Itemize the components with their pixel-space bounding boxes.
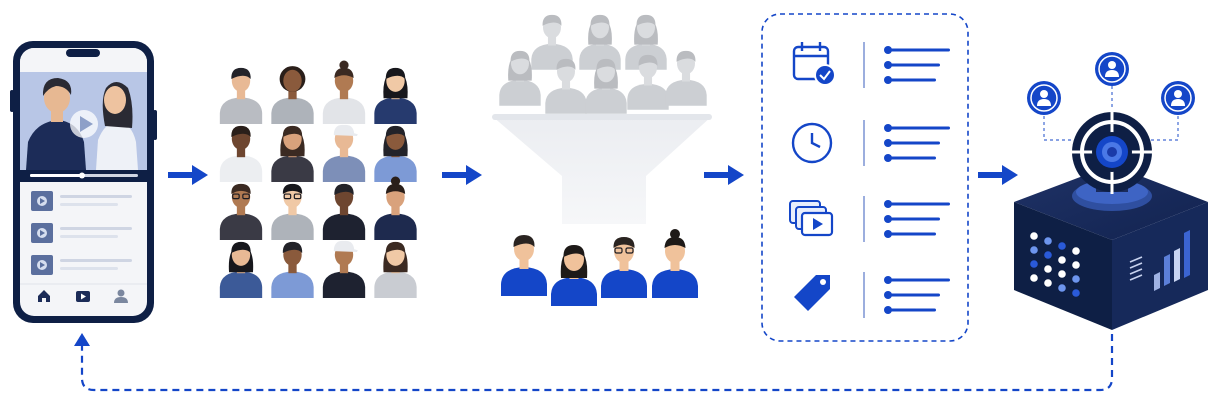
- feature-value-list: [884, 124, 950, 162]
- tag-icon: [794, 275, 830, 311]
- audience-person: [271, 66, 314, 125]
- play-icon[interactable]: [80, 116, 93, 132]
- arrow-right: [442, 165, 482, 185]
- feature-panel: [761, 13, 969, 342]
- cube-dot-matrix: [1030, 232, 1080, 297]
- funnel-input-crowd: [499, 14, 707, 114]
- cube-dot: [1072, 289, 1080, 297]
- audience-person: [219, 183, 263, 241]
- clock-icon: [791, 122, 833, 164]
- filtered-person: [627, 54, 669, 110]
- audience-grid: [219, 60, 417, 299]
- audience-person: [219, 125, 263, 183]
- cube-dot: [1030, 274, 1038, 282]
- cube-dot: [1044, 279, 1052, 287]
- model-cube: [1014, 52, 1208, 330]
- selected-person: [501, 235, 547, 296]
- audience-person: [322, 240, 366, 299]
- feedback-loop-arrowhead: [74, 333, 90, 346]
- selected-audience: [501, 229, 698, 306]
- feature-value-list: [884, 46, 950, 84]
- audience-person: [271, 241, 314, 299]
- audience-person: [322, 124, 366, 183]
- cube-dot: [1072, 275, 1080, 283]
- selected-person: [652, 229, 698, 298]
- funnel-shape: [492, 116, 712, 224]
- cube-dot: [1030, 260, 1038, 268]
- feedback-loop-arrow: [80, 334, 1114, 392]
- calendar-check-icon: [792, 42, 836, 86]
- video-icon[interactable]: [76, 291, 90, 302]
- video-player[interactable]: [20, 72, 147, 170]
- audience-person: [322, 60, 366, 125]
- filter-funnel: [492, 14, 712, 306]
- cube-dot: [1072, 261, 1080, 269]
- target-users: [1027, 52, 1195, 115]
- audience-person: [271, 183, 314, 241]
- audience-person: [374, 125, 417, 183]
- audience-person: [322, 183, 366, 241]
- arrow-right: [978, 165, 1018, 185]
- audience-person: [219, 67, 263, 125]
- home-icon[interactable]: [38, 290, 50, 302]
- user-icon: [1027, 81, 1061, 115]
- cube-dot: [1030, 232, 1038, 240]
- cube-dot: [1044, 237, 1052, 245]
- cube-dot: [1044, 251, 1052, 259]
- filtered-person: [531, 14, 573, 70]
- arrows-layer: [168, 165, 1018, 185]
- audience-person: [271, 125, 314, 183]
- user-icon[interactable]: [114, 289, 128, 304]
- arrow-right: [168, 165, 208, 185]
- video-stack-icon: [789, 200, 834, 237]
- video-list-item[interactable]: [31, 223, 132, 243]
- user-icon: [1095, 52, 1129, 86]
- selected-person: [601, 237, 647, 298]
- cube-dot: [1058, 284, 1066, 292]
- cube-dot: [1058, 256, 1066, 264]
- cube-dot: [1044, 265, 1052, 273]
- video-list-item[interactable]: [31, 255, 132, 275]
- filtered-person: [585, 58, 627, 114]
- audience-person: [374, 176, 417, 241]
- feature-rows: [789, 42, 950, 318]
- bar-chart-icon: [1129, 230, 1190, 291]
- video-list: [31, 191, 132, 275]
- audience-person: [219, 241, 263, 299]
- cube-dot: [1030, 246, 1038, 254]
- selected-person: [551, 245, 597, 306]
- filtered-person: [579, 14, 621, 70]
- cube-dot: [1058, 242, 1066, 250]
- user-icon: [1161, 81, 1195, 115]
- cube-left-face: [1014, 202, 1112, 330]
- feature-value-list: [884, 276, 950, 314]
- audience-person: [374, 241, 417, 299]
- cube-dot: [1058, 270, 1066, 278]
- arrow-right: [704, 165, 744, 185]
- feature-value-list: [884, 200, 950, 238]
- filtered-person: [545, 58, 587, 114]
- filtered-person: [665, 50, 707, 106]
- cube-dot: [1072, 247, 1080, 255]
- phone-mockup: [10, 41, 157, 323]
- target-lens-icon: [1070, 110, 1154, 194]
- audience-person: [374, 67, 417, 125]
- video-list-item[interactable]: [31, 191, 132, 211]
- filtered-person: [499, 50, 541, 106]
